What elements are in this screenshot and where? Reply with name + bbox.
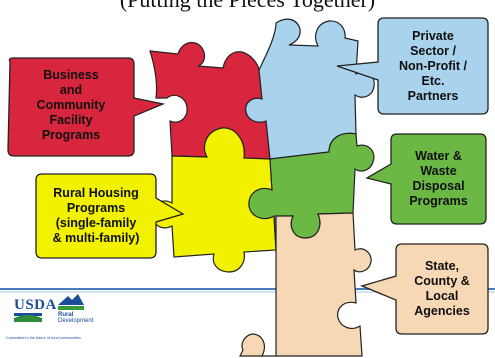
- callout-water-line: Programs: [409, 194, 468, 208]
- callout-housing-line: Rural Housing: [53, 186, 139, 200]
- callout-state-line: County &: [414, 274, 470, 288]
- callout-private-line: Non-Profit /: [398, 59, 468, 73]
- callout-housing-line: (single-family: [55, 216, 137, 230]
- callout-state-line: Agencies: [414, 304, 470, 318]
- callout-private-line: Etc.: [421, 74, 445, 88]
- callout-business-bubble: [7, 57, 166, 157]
- callout-water-line: Disposal: [412, 179, 465, 193]
- callout-water-bubble: [365, 133, 487, 225]
- usda-logo-text: USDA: [14, 297, 57, 313]
- callout-state-line: Local: [425, 289, 459, 303]
- usda-logo-field: [14, 315, 42, 322]
- callout-business-line: Facility: [49, 113, 93, 127]
- callout-housing-line: Programs: [66, 201, 126, 215]
- callout-water-text: Water & Waste Disposal Programs: [393, 149, 484, 209]
- callout-business-line: Business: [43, 68, 99, 82]
- callout-water-line: Water &: [415, 149, 462, 163]
- callout-business-line: and: [59, 83, 83, 97]
- rural-development-word: Rural: [58, 312, 74, 318]
- callout-business-line: Community: [36, 98, 106, 112]
- callout-private-line: Sector /: [410, 44, 456, 58]
- callout-state-bubble: [360, 243, 489, 335]
- rural-development-logo-icon: [58, 294, 84, 305]
- usda-logo-bar: [14, 313, 42, 316]
- callout-water-line: Waste: [420, 164, 457, 178]
- callout-housing-text: Rural Housing Programs (single-family & …: [38, 186, 154, 246]
- callout-housing-line: & multi-family): [52, 231, 140, 245]
- diagram-heading: (Putting the Pieces Together): [0, 0, 495, 13]
- callout-private-text: Private Sector / Non-Profit / Etc. Partn…: [380, 29, 486, 104]
- puzzle-piece-peach: [239, 212, 372, 357]
- usda-tagline: Committed to the future of rural communi…: [6, 336, 81, 340]
- callout-business-line: Programs: [41, 128, 101, 142]
- callout-private-line: Partners: [407, 89, 459, 103]
- rural-development-subword: Development: [58, 318, 94, 324]
- callout-business-text: Business and Community Facility Programs: [12, 68, 130, 143]
- callout-state-line: State,: [424, 259, 460, 273]
- puzzle-piece-blue: [245, 18, 375, 160]
- rural-development-logo-text: Rural Development: [58, 312, 93, 324]
- callout-private-line: Private: [412, 29, 454, 43]
- rural-development-logo-base: [58, 306, 84, 310]
- callout-state-text: State, County & Local Agencies: [398, 259, 486, 319]
- callout-private-bubble: [336, 17, 489, 115]
- callout-housing-bubble: [35, 173, 185, 259]
